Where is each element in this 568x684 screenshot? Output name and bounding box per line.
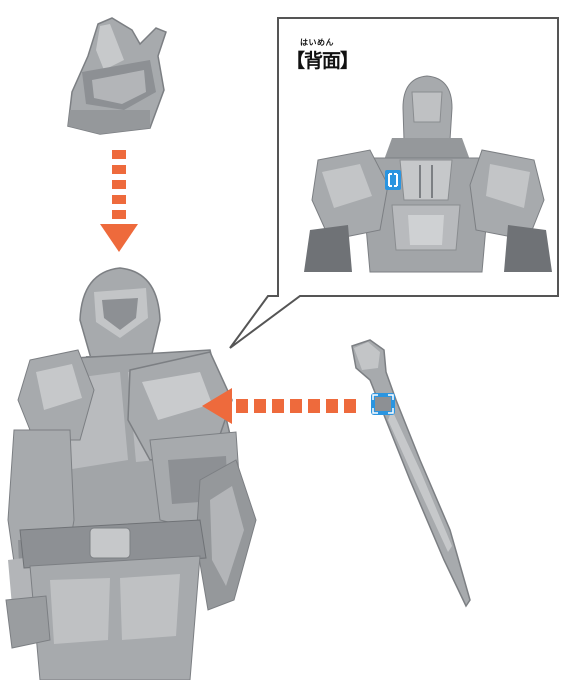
down-arrow bbox=[100, 150, 138, 252]
back-view-callout bbox=[230, 18, 558, 348]
back-view-marker-icon bbox=[385, 170, 401, 190]
cape-part bbox=[352, 340, 470, 606]
helmet-part bbox=[68, 18, 166, 134]
left-arrow bbox=[202, 388, 356, 424]
back-view-label: 【背面】 bbox=[286, 46, 358, 73]
figure-body bbox=[6, 268, 256, 680]
cape-marker-icon bbox=[371, 393, 395, 415]
